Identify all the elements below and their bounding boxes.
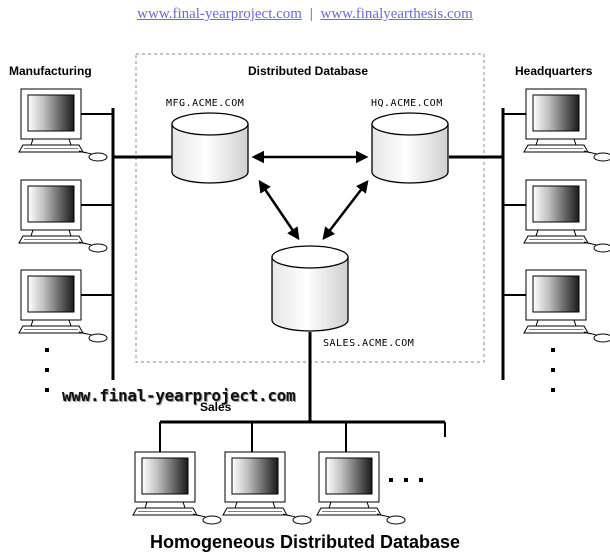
header-link-final-yearproject[interactable]: www.final-yearproject.com xyxy=(137,6,302,22)
database-sales-icon xyxy=(271,245,349,332)
distributed-database-label: Distributed Database xyxy=(248,64,369,78)
sales-computer-icon xyxy=(316,451,406,525)
manufacturing-computer-icon xyxy=(18,179,108,253)
mfg-database-name: MFG.ACME.COM xyxy=(166,98,245,109)
headquarters-computer-icon xyxy=(523,88,610,162)
more-computers-dots-sales xyxy=(389,478,423,482)
sales-computer-icon xyxy=(222,451,312,525)
header-separator: | xyxy=(309,6,313,22)
link-hq-sales xyxy=(322,180,369,240)
headquarters-label: Headquarters xyxy=(515,64,593,78)
header-links: www.final-yearproject.com | www.finalyea… xyxy=(0,6,610,23)
hq-database-name: HQ.ACME.COM xyxy=(371,98,443,109)
diagram-caption: Homogeneous Distributed Database xyxy=(149,532,461,552)
sales-computer-icon xyxy=(132,451,222,525)
watermark-text: www.final-yearproject.com xyxy=(62,386,296,405)
more-computers-dots-left xyxy=(45,348,49,392)
manufacturing-label: Manufacturing xyxy=(9,64,92,78)
header-link-finalyearthesis[interactable]: www.finalyearthesis.com xyxy=(320,6,473,22)
headquarters-computer-icon xyxy=(523,269,610,343)
database-hq-icon xyxy=(371,112,449,184)
link-mfg-sales xyxy=(258,179,300,241)
manufacturing-computer-icon xyxy=(18,269,108,343)
sales-database-name: SALES.ACME.COM xyxy=(323,338,415,349)
more-computers-dots-right xyxy=(551,348,555,392)
headquarters-computer-icon xyxy=(523,179,610,253)
sales-label: Sales xyxy=(200,400,232,414)
database-mfg-icon xyxy=(171,112,249,184)
manufacturing-computer-icon xyxy=(18,88,108,162)
